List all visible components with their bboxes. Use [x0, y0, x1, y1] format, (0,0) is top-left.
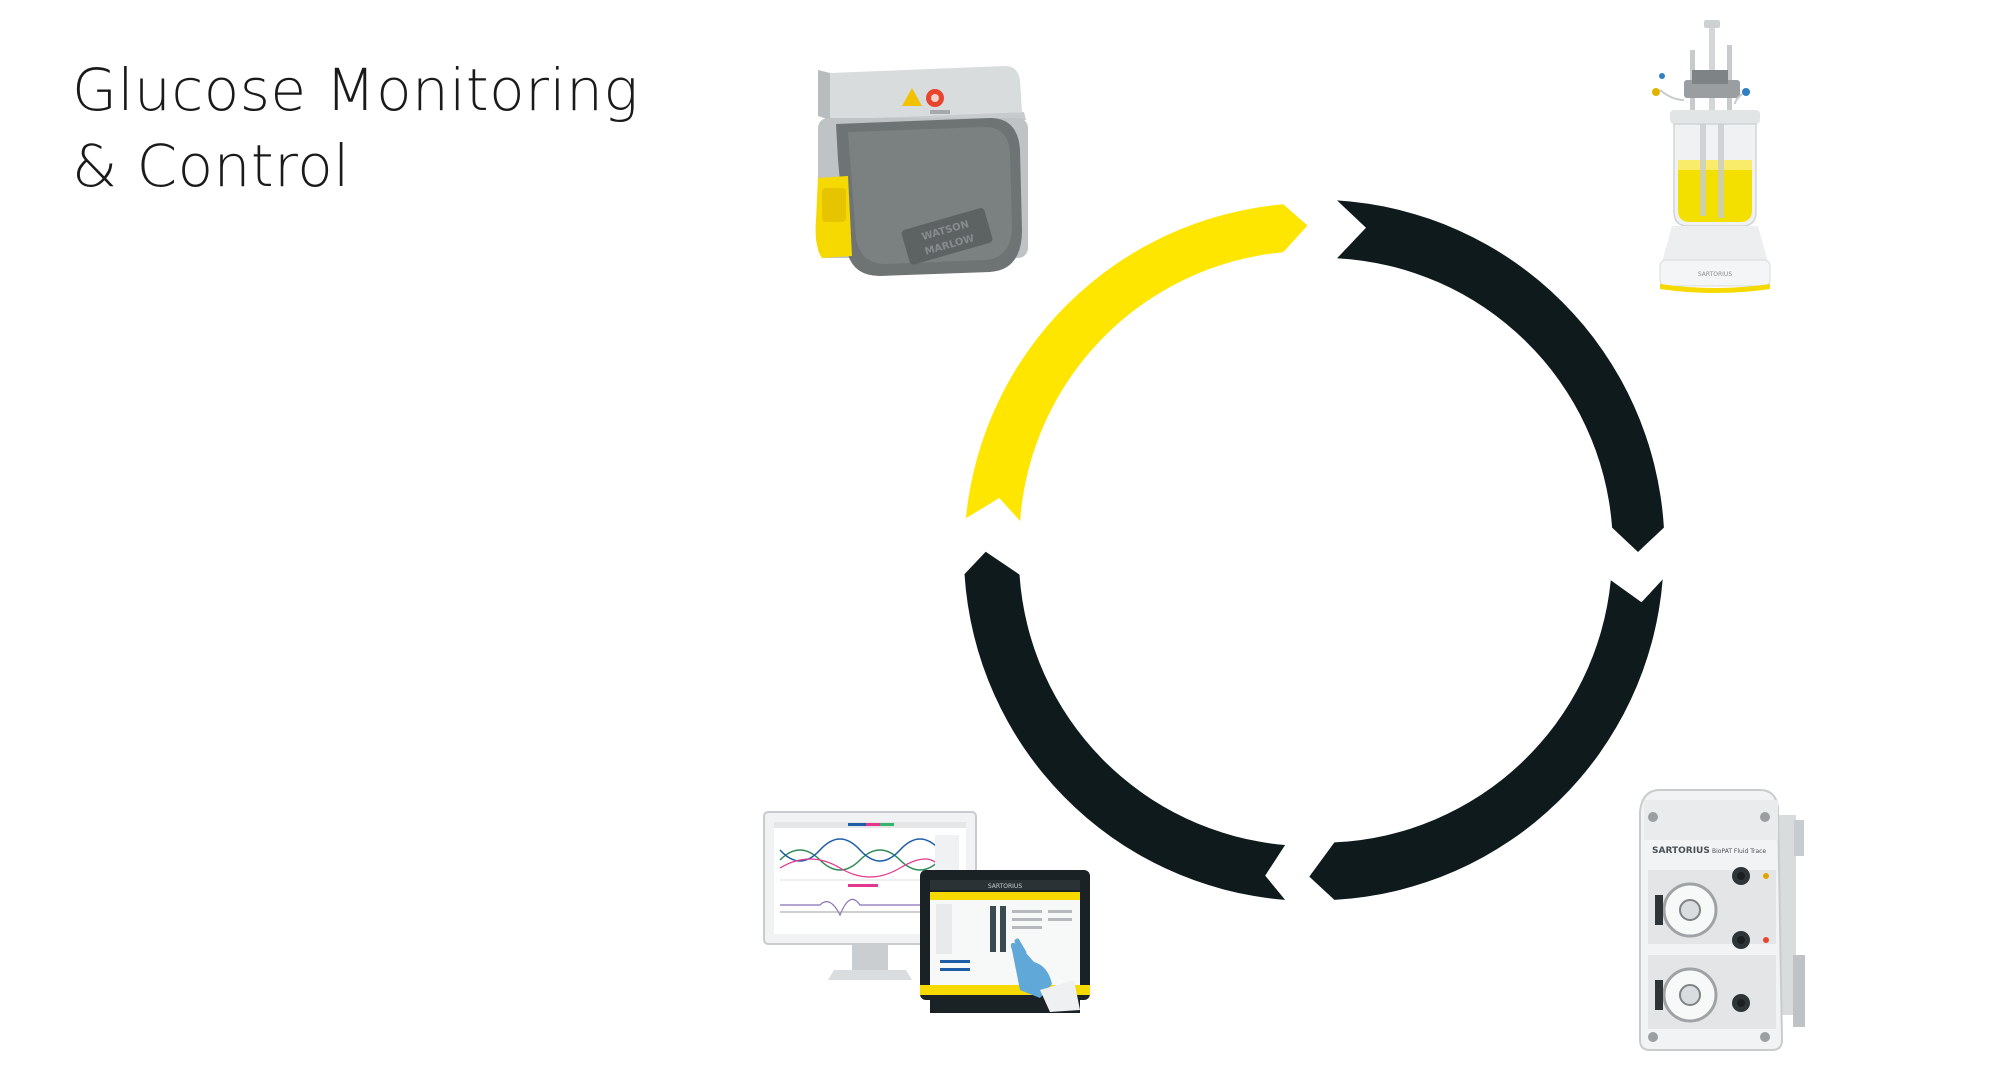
svg-text:SARTORIUS: SARTORIUS [1698, 271, 1732, 278]
page-title: Glucose Monitoring & Control [72, 52, 639, 204]
sampler-unit-image: SARTORIUS BioPAT Fluid Trace [1639, 789, 1805, 1051]
segment-top-left [965, 204, 1308, 522]
segment-bottom-left [964, 551, 1286, 900]
bioreactor-image: SARTORIUS [1652, 20, 1771, 293]
svg-text:SARTORIUS: SARTORIUS [988, 883, 1022, 890]
watson-marlow-logo: WATSON MARLOW [901, 208, 993, 265]
control-station-image: SARTORIUS [763, 811, 1090, 1013]
sampler-brand-text: SARTORIUS [1652, 846, 1710, 856]
title-line-2: & Control [72, 132, 350, 200]
sampler-model-text: BioPAT Fluid Trace [1712, 848, 1766, 855]
title-line-1: Glucose Monitoring [72, 56, 639, 124]
segment-top-right [1337, 200, 1664, 552]
segment-bottom-right [1309, 579, 1663, 900]
peristaltic-pump-image: WATSON MARLOW [815, 66, 1028, 276]
